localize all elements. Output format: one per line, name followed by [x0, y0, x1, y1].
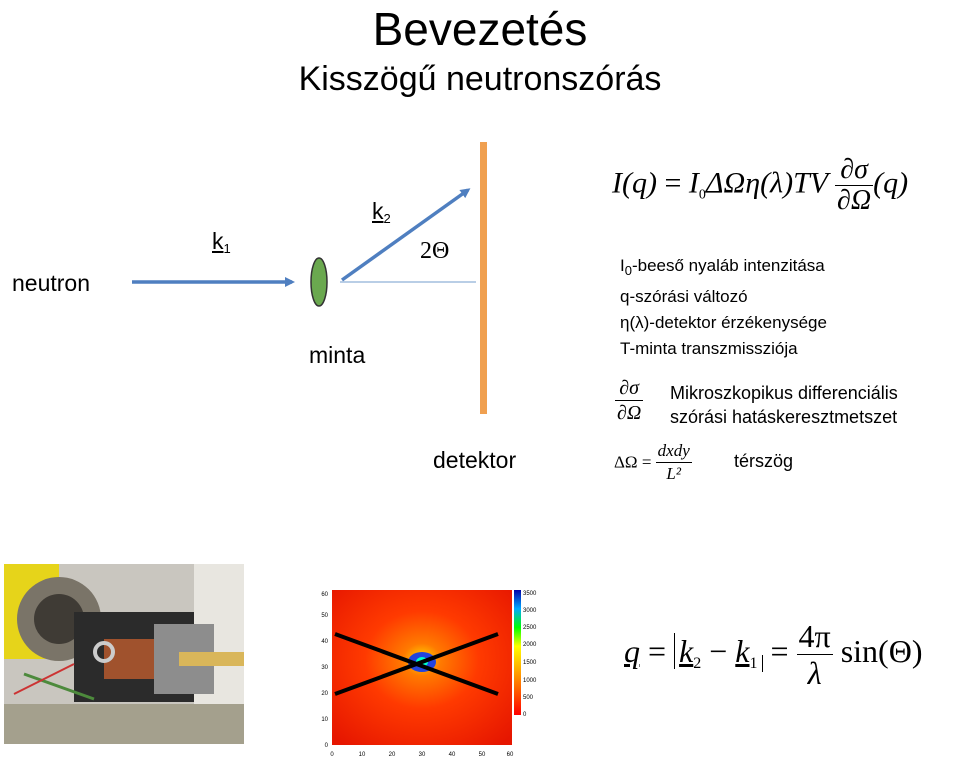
definitions-list: I0-beeső nyaláb intenzitása q-szórási vá…: [620, 253, 827, 362]
angle-label: 2Θ: [420, 238, 450, 264]
detector-plate: [480, 142, 487, 414]
svg-text:20: 20: [321, 691, 328, 697]
svg-text:50: 50: [321, 613, 328, 619]
k1-label: k1: [212, 228, 231, 256]
svg-text:500: 500: [523, 695, 534, 701]
svg-text:0: 0: [523, 712, 527, 718]
sample-label: minta: [309, 342, 366, 368]
sample-shape: [310, 257, 328, 307]
solid-angle-label: térszög: [734, 451, 794, 471]
svg-text:2500: 2500: [523, 625, 537, 631]
svg-text:50: 50: [479, 752, 486, 758]
definition-eta: η(λ)-detektor érzékenysége: [620, 313, 827, 332]
svg-text:40: 40: [321, 639, 328, 645]
main-formula: I(q) = I0ΔΩη(λ)TV ∂σ∂Ω(q): [612, 154, 909, 216]
svg-text:0: 0: [330, 752, 334, 758]
k2-label: k2: [372, 198, 391, 226]
heatmap-x-ticks: 0 10 20 30 40 50 60: [330, 752, 514, 758]
svg-text:30: 30: [321, 665, 328, 671]
cross-section-description: Mikroszkopikus differenciális szórási ha…: [670, 383, 898, 427]
neutron-label: neutron: [12, 270, 91, 296]
svg-text:40: 40: [449, 752, 456, 758]
svg-text:60: 60: [321, 592, 328, 598]
equipment-photo: [4, 564, 244, 744]
definition-t: T-minta transzmissziója: [620, 339, 798, 358]
svg-text:2000: 2000: [523, 642, 537, 648]
svg-text:1000: 1000: [523, 678, 537, 684]
svg-text:20: 20: [389, 752, 396, 758]
definition-q: q-szórási változó: [620, 287, 748, 306]
scattered-beam-arrow: [340, 188, 471, 282]
detector-heatmap: 0 10 20 30 40 50 60 0 10 20 30 40 50 60 …: [321, 590, 537, 758]
detector-label: detektor: [433, 447, 517, 473]
svg-text:10: 10: [321, 717, 328, 723]
svg-text:3500: 3500: [523, 591, 537, 597]
heatmap-colorbar-ticks: 0 500 1000 1500 2000 2500 3000 3500: [523, 591, 537, 718]
heatmap-y-ticks: 0 10 20 30 40 50 60: [321, 592, 328, 749]
slide-title: Bevezetés: [372, 3, 588, 55]
cross-line-2: [334, 632, 499, 696]
svg-text:60: 60: [507, 752, 514, 758]
slide-subtitle: Kisszögű neutronszórás: [298, 60, 662, 98]
definition-i0: I0-beeső nyaláb intenzitása: [620, 256, 825, 278]
svg-text:30: 30: [419, 752, 426, 758]
svg-text:0: 0: [325, 743, 329, 749]
cross-section-fraction: ∂σ∂Ω: [615, 377, 644, 424]
svg-text:10: 10: [359, 752, 366, 758]
svg-text:3000: 3000: [523, 608, 537, 614]
svg-text:1500: 1500: [523, 660, 537, 666]
scattering-diagram: [132, 142, 487, 414]
